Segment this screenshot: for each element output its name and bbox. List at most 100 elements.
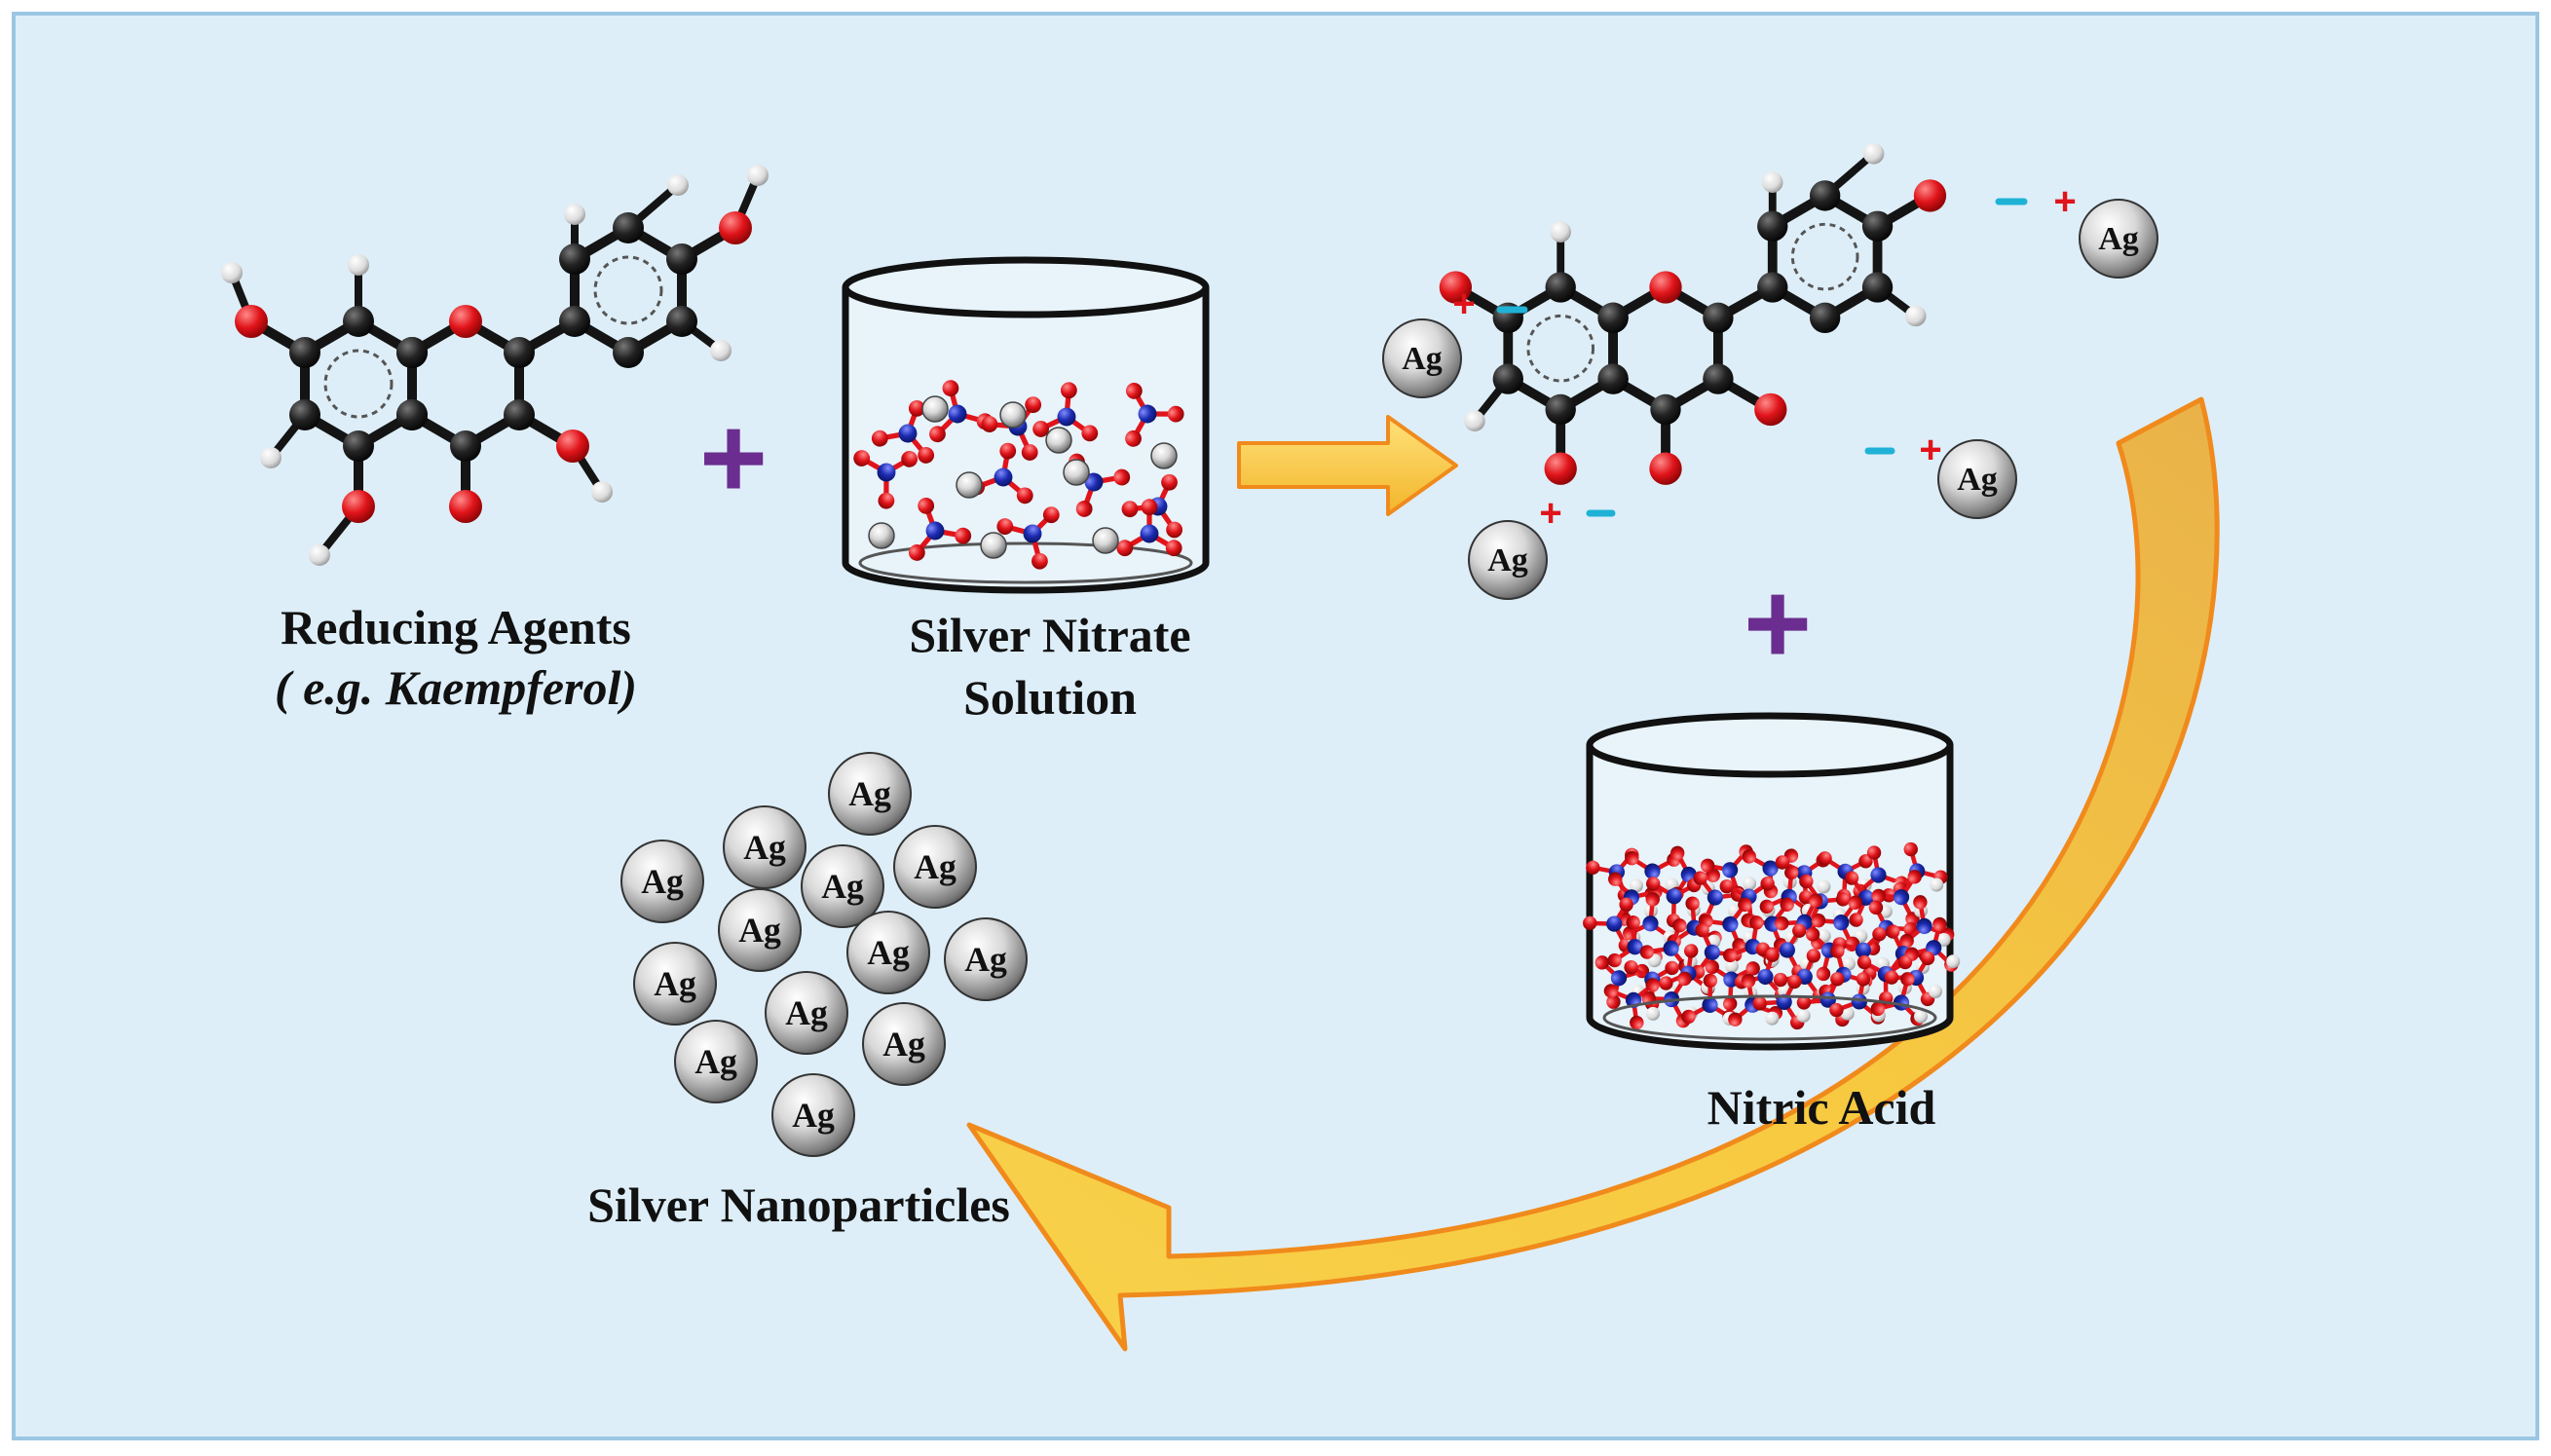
hydrogen-atom [1765,1012,1779,1026]
silver-ion [1000,402,1026,428]
ag-symbol: Ag [914,847,957,886]
hydrogen-atom [1930,878,1943,892]
ag-symbol: Ag [694,1042,737,1081]
hydrogen-atom [1946,954,1960,968]
carbon-atom [613,337,644,368]
hydrogen-atom [309,544,330,566]
silver-particle: Ag [766,972,847,1054]
silver-particle: Ag [894,826,976,908]
hydrogen-atom [1550,221,1571,243]
kaempferol-example-label: ( e.g. Kaempferol) [261,656,651,719]
carbon-atom [1810,303,1840,333]
oxygen-atom [449,490,482,523]
silver-particle: Ag [1938,440,2016,518]
nitric-acid-label: Nitric Acid [1617,1076,2026,1139]
oxygen-atom [449,305,482,338]
carbon-atom [559,243,590,275]
plus-sign-1: + [699,399,768,516]
silver-nitrate-label: Silver Nitrate [855,604,1245,666]
silver-ion [1151,443,1177,468]
carbon-atom [1703,303,1733,333]
positive-charge: + [1452,282,1475,325]
silver-particle: Ag [1469,521,1547,599]
hydrogen-atom [1863,143,1885,165]
positive-charge: + [2053,180,2076,223]
silver-particle: Ag [847,912,929,993]
ag-symbol: Ag [867,933,910,972]
silver-particle: Ag [675,1021,757,1102]
hydrogen-atom [710,340,732,361]
oxygen-atom [342,490,375,523]
carbon-atom [1862,272,1893,302]
carbon-atom [343,306,374,337]
hydrogen-atom [1929,985,1942,998]
silver-particle: Ag [634,943,716,1025]
ag-symbol: Ag [882,1025,925,1064]
ag-symbol: Ag [641,862,684,901]
silver-particle: Ag [829,753,911,835]
silver-ion [957,472,982,498]
plus-sign-2: + [1744,565,1812,682]
ag-symbol: Ag [1487,542,1528,579]
silver-ion [1064,460,1089,485]
oxygen-atom [235,305,268,338]
oxygen-atom [719,211,752,244]
carbon-atom [1810,180,1840,210]
oxygen-atom [1649,271,1681,303]
carbon-atom [1757,211,1787,242]
carbon-atom [1862,211,1893,242]
ag-symbol: Ag [2098,221,2139,257]
hydrogen-atom [1797,1009,1811,1023]
ag-symbol: Ag [848,774,891,813]
carbon-atom [289,399,320,430]
silver-ion [922,396,948,422]
hydrogen-atom [348,254,369,276]
carbon-atom [1546,272,1576,302]
silver-particle: Ag [1383,319,1461,397]
hydrogen-atom [260,447,281,468]
carbon-atom [666,306,697,337]
ag-symbol: Ag [785,993,828,1032]
hydrogen-atom [667,174,689,196]
silver-particle: Ag [863,1003,945,1085]
ag-symbol: Ag [743,828,786,867]
hydrogen-atom [1743,877,1756,890]
carbon-atom [559,306,590,337]
carbon-atom [450,430,481,462]
oxygen-atom [1754,393,1786,426]
carbon-atom [289,337,320,368]
positive-charge: + [1539,492,1561,535]
silver-particle: Ag [719,889,801,971]
carbon-atom [396,399,428,430]
carbon-atom [396,337,428,368]
nitric-acid-beaker [1578,716,1960,1047]
silver-particle: Ag [2080,200,2157,278]
carbon-atom [343,430,374,462]
hydrogen-atom [747,165,769,186]
silver-particle: Ag [724,806,806,888]
hydrogen-atom [591,481,613,503]
silver-particle: Ag [945,918,1027,1000]
silver-particle: Ag [772,1074,854,1156]
ag-symbol: Ag [1402,341,1443,377]
positive-charge: + [1919,429,1941,471]
oxygen-atom [1649,453,1681,485]
ag-symbol: Ag [964,940,1007,979]
carbon-atom [1650,394,1680,425]
carbon-atom [1597,363,1628,393]
silver-nitrate-beaker [845,260,1206,590]
silver-ion [1046,428,1071,453]
hydrogen-atom [1905,306,1927,327]
hydrogen-atom [1817,879,1830,893]
solution-label: Solution [855,666,1245,728]
carbon-atom [666,243,697,275]
hydrogen-atom [1646,1007,1660,1021]
hydrogen-atom [1464,410,1485,431]
ag-symbol: Ag [792,1096,835,1135]
silver-ion [981,533,1006,558]
silver-ion [869,523,894,548]
oxygen-atom [556,429,589,463]
carbon-atom [1757,272,1787,302]
